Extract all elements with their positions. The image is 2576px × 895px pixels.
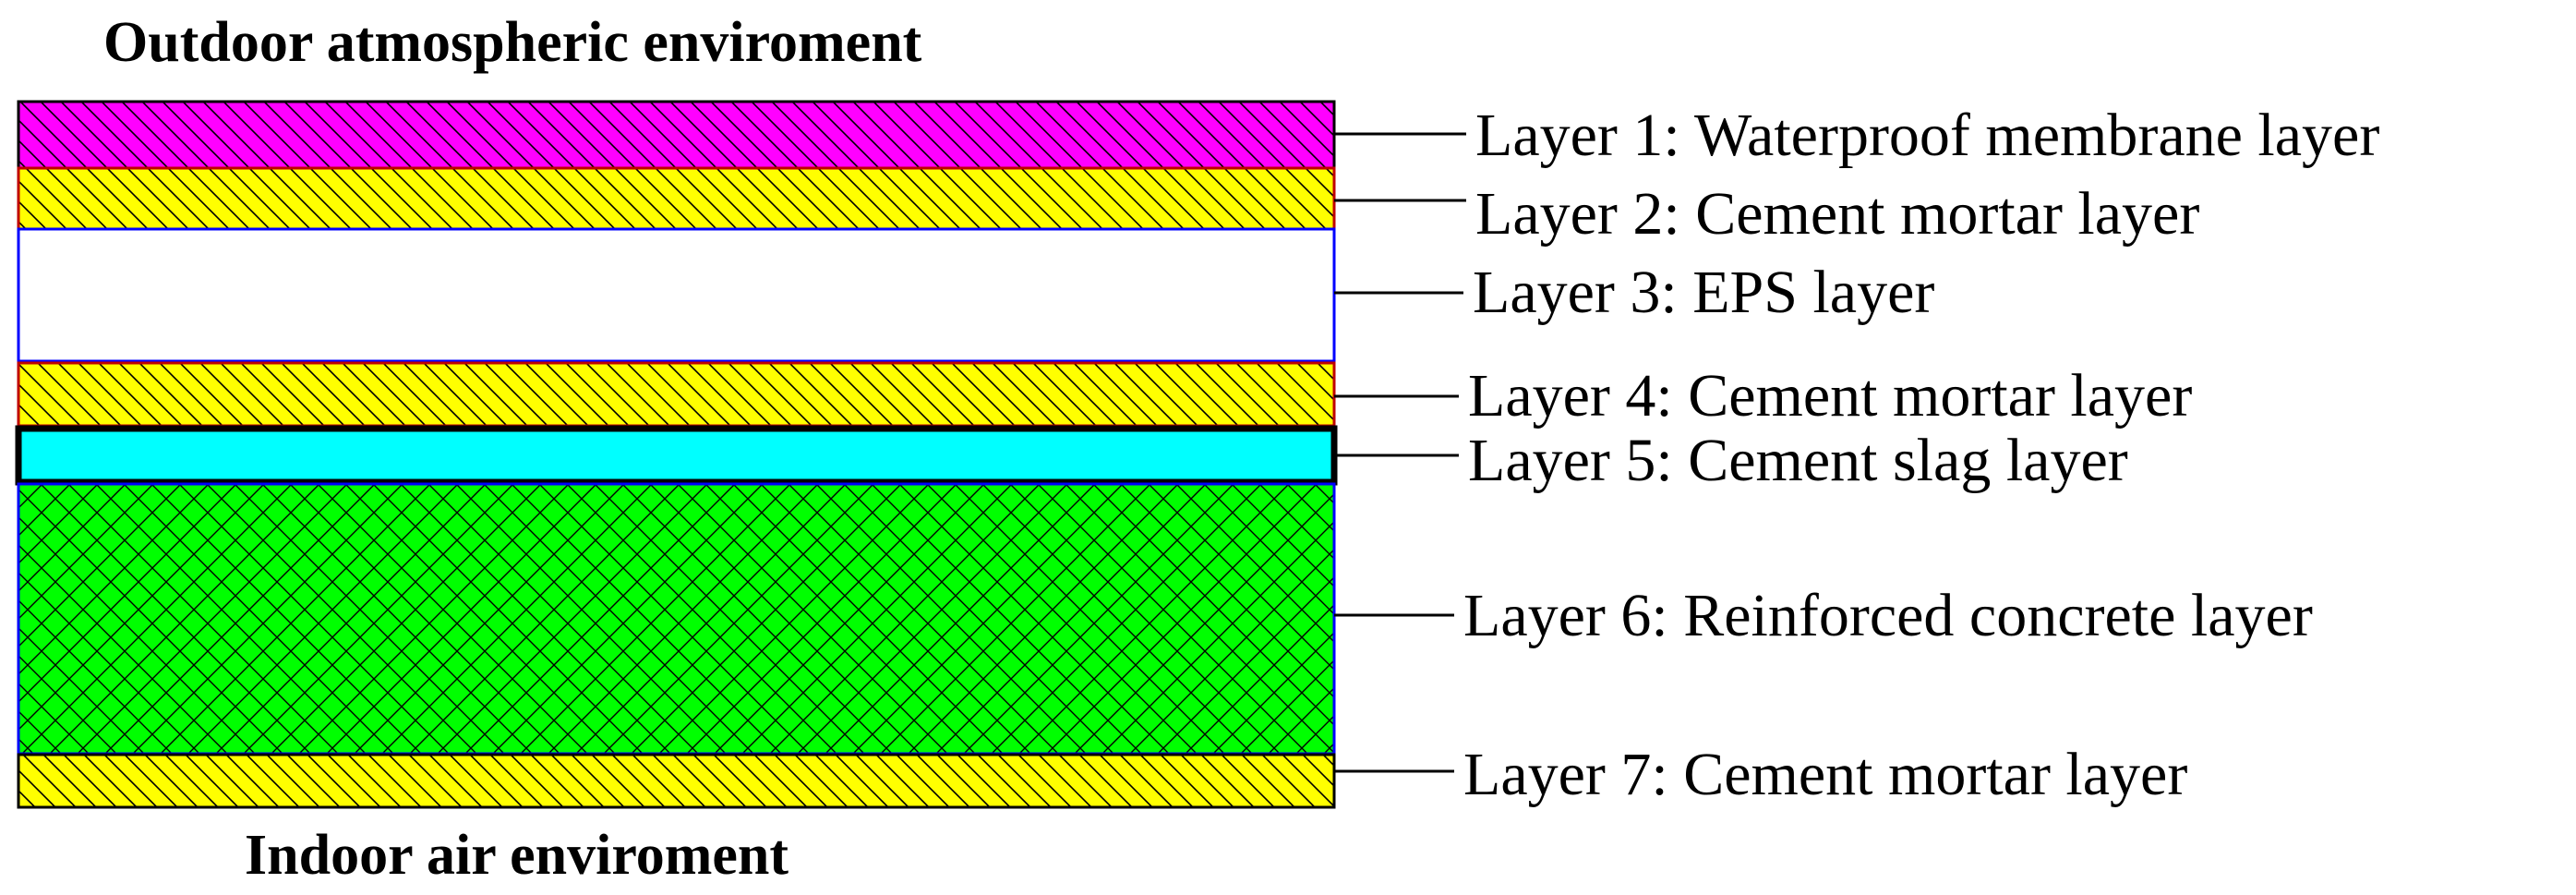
layer-3-label: Layer 3: EPS layer: [1473, 259, 1934, 326]
layer-4-label: Layer 4: Cement mortar layer: [1468, 362, 2192, 429]
layer-7-hatch: [17, 753, 1336, 809]
layer-labels: Layer 1: Waterproof membrane layerLayer …: [1463, 102, 2379, 808]
leader-lines: [1334, 132, 1466, 773]
layer-7-label: Layer 7: Cement mortar layer: [1463, 741, 2187, 808]
layer-5-label: Layer 5: Cement slag layer: [1468, 427, 2128, 494]
layer-1-hatch: [17, 100, 1336, 170]
layer-6-label: Layer 6: Reinforced concrete layer: [1463, 582, 2313, 649]
bottom-title: Indoor air enviroment: [245, 824, 788, 887]
layer-3-rect: [17, 227, 1336, 363]
layer-stack: [15, 100, 1338, 809]
top-title: Outdoor atmospheric enviroment: [103, 11, 922, 74]
layer-2-label: Layer 2: Cement mortar layer: [1475, 180, 2199, 248]
layer-5-rect: [15, 425, 1338, 486]
layer-1-label: Layer 1: Waterproof membrane layer: [1475, 102, 2379, 169]
layer-6-hatch: [17, 482, 1336, 756]
layer-2-hatch: [17, 166, 1336, 231]
layer-4-hatch: [17, 361, 1336, 428]
